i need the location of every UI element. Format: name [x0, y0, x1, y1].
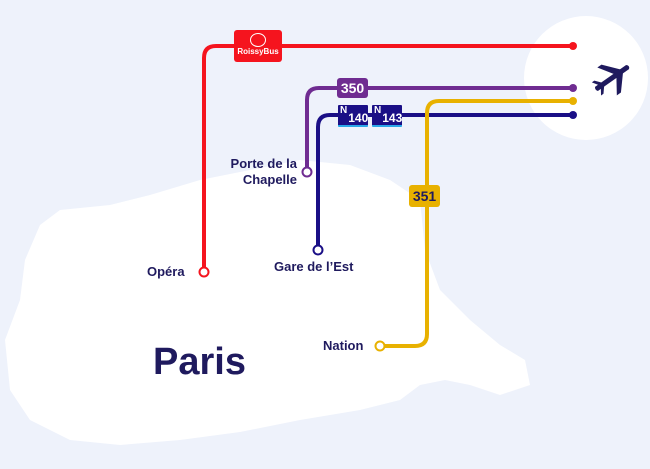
badge-351: 351 [409, 185, 440, 207]
stop-label-opera: Opéra [147, 264, 185, 279]
terminal-dot-n140 [569, 111, 577, 119]
roissybus-badge: RoissyBus [234, 30, 282, 62]
stop-gare-de-l-est[interactable] [312, 244, 324, 256]
roissybus-logo-icon [250, 33, 266, 47]
stop-label-porte-de-la-chapelle: Porte de la Chapelle [222, 156, 297, 188]
stop-porte-de-la-chapelle[interactable] [301, 166, 313, 178]
roissybus-line [202, 44, 573, 268]
line-351 [384, 99, 573, 348]
terminal-dot-351 [569, 97, 577, 105]
line-350 [305, 86, 573, 168]
badge-350: 350 [337, 78, 368, 98]
terminal-dot-roissybus [569, 42, 577, 50]
porte-line2: Chapelle [242, 172, 297, 187]
airplane-icon [591, 64, 630, 96]
line-n140-n143 [316, 113, 573, 246]
stop-nation[interactable] [374, 340, 386, 352]
badge-n140: N140 [338, 105, 369, 127]
stop-label-nation: Nation [323, 338, 364, 353]
paris-outline [5, 160, 530, 445]
stop-opera[interactable] [198, 266, 210, 278]
city-label: Paris [153, 341, 246, 383]
airport-circle [524, 16, 648, 140]
porte-line1: Porte de la [230, 156, 297, 171]
terminal-dot-350 [569, 84, 577, 92]
badge-n143: N143 [372, 105, 403, 127]
stop-label-gare-de-l-est: Gare de l’Est [274, 259, 354, 274]
roissybus-label: RoissyBus [237, 47, 279, 56]
